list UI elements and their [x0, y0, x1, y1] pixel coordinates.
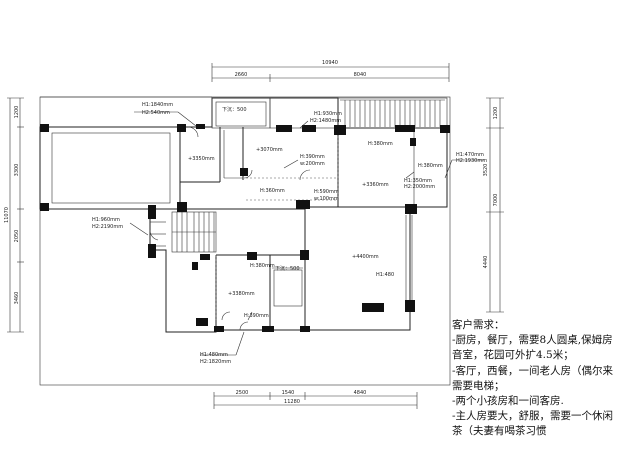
label-3360: +3360mm [362, 182, 389, 188]
dim-right-2: 3520 [483, 164, 489, 177]
annotations: H1:1840mm H2:540mm 下沉：500 H1:930mm H2:14… [92, 102, 487, 365]
dim-left-4: 2050 [14, 230, 20, 243]
dim-bottom-right: 4840 [354, 390, 367, 396]
notes-line-4: 需要电梯； [452, 379, 505, 392]
bottom-dimensions: 2500 1540 4840 11280 [213, 390, 418, 409]
top-dimensions: 10940 2660 8040 [211, 60, 450, 82]
notes-line-1: -厨房，餐厅，需要8人圆桌,保姆房 [452, 334, 613, 347]
dim-bottom-total: 11280 [284, 399, 300, 405]
label-h-360: H:360mm [260, 188, 285, 194]
dim-bottom-mid: 1540 [282, 390, 295, 396]
site-boundary [39, 96, 451, 386]
label-h2-1930: H2:1930mm [456, 158, 487, 164]
dim-left-5: 3460 [14, 292, 20, 305]
label-w-100: w:100mm [314, 196, 339, 202]
label-h-380-c: H:380mm [250, 263, 275, 269]
balcony-railing-hatch [344, 100, 441, 127]
label-h1-470: H1:470mm [456, 152, 484, 158]
interior-walls [180, 127, 415, 330]
left-dimensions: 1200 3300 11070 2050 3460 [4, 97, 24, 333]
notes-title: 客户需求： [452, 319, 505, 331]
leader-lines [129, 111, 484, 356]
dim-right-1: 1200 [493, 107, 499, 120]
label-xiachen-1: 下沉：500 [222, 106, 247, 113]
label-3350: +3350mm [188, 156, 215, 162]
label-xiachen-2: 下沉：500 [275, 265, 300, 272]
notes-line-2: 音室，花园可外扩4.5米； [452, 349, 574, 362]
label-h1-480mm: H1:480mm [200, 352, 228, 358]
notes-line-3: -客厅，西餐，一间老人房（偶尔来 [452, 364, 614, 377]
dim-bottom-left: 2500 [236, 390, 249, 396]
label-h2-1480: H2:1480mm [310, 118, 341, 124]
dashed-lines [215, 128, 339, 320]
label-3380: +3380mm [228, 291, 255, 297]
notes-line-7: 茶（夫妻有喝茶习惯 [452, 425, 547, 438]
main-building [149, 97, 448, 333]
notes-line-6: -主人房要大，舒服，需要一个休闲 [452, 410, 614, 423]
dim-right-3: 7000 [493, 194, 499, 207]
dim-right-4: 4440 [483, 256, 489, 269]
label-h-380-a: H:380mm [368, 141, 393, 147]
label-h-380-b: H:380mm [418, 163, 443, 169]
label-h1-480: H1:480 [376, 272, 394, 278]
dim-top-left: 2660 [235, 72, 248, 78]
client-requirements-notes: 客户需求： -厨房，餐厅，需要8人圆桌,保姆房 音室，花园可外扩4.5米； -客… [452, 318, 620, 440]
label-h-390: H:390mm [300, 154, 325, 160]
label-3070: +3070mm [256, 147, 283, 153]
dim-left-3: 11070 [4, 207, 10, 223]
left-veranda [39, 126, 181, 210]
structural-columns [40, 124, 450, 332]
dim-left-2: 3300 [14, 164, 20, 177]
notes-line-5: -两个小孩房和一间客房. [452, 395, 564, 408]
label-4400: +4400mm [352, 254, 379, 260]
label-h2-2000: H2:2000mm [404, 184, 435, 190]
staircase [150, 211, 217, 253]
label-w-200: w:200mm [300, 161, 325, 167]
dim-top-right: 8040 [354, 72, 367, 78]
dim-top-total: 10940 [322, 60, 338, 66]
door-swings [149, 126, 311, 331]
label-h-590: H:590mm [314, 189, 339, 195]
right-dimensions: 1200 3520 7000 4440 [483, 97, 504, 313]
label-h2-540: H2:540mm [142, 110, 170, 116]
label-h1-1840: H1:1840mm [142, 102, 173, 108]
label-h-390-b: H:390mm [244, 313, 269, 319]
label-h1-350: H1:350mm [404, 178, 432, 184]
label-h1-960: H1:960mm [92, 217, 120, 223]
label-h2-1820: H2:1820mm [200, 359, 231, 365]
label-h1-930: H1:930mm [314, 111, 342, 117]
dim-left-1: 1200 [14, 106, 20, 119]
label-h2-2190: H2:2190mm [92, 224, 123, 230]
